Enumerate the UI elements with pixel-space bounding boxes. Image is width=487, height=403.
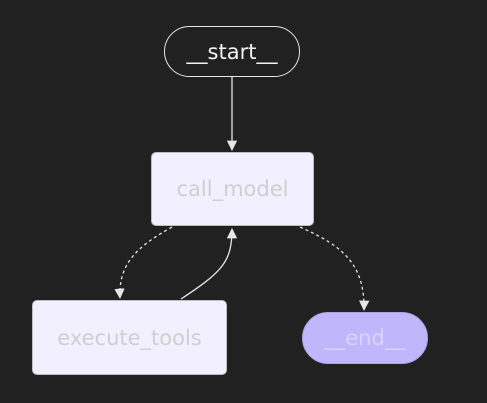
node-execute-tools-label: execute_tools <box>57 325 202 350</box>
node-call-model-label: call_model <box>176 177 289 201</box>
node-start[interactable]: __start__ <box>164 26 300 77</box>
node-start-label: __start__ <box>186 39 278 64</box>
node-execute-tools[interactable]: execute_tools <box>32 300 227 375</box>
edge-execute-tools-to-call-model <box>180 227 238 300</box>
edge-call-model-to-execute-tools <box>114 226 173 300</box>
edge-call-model-to-end <box>299 226 370 312</box>
node-call-model[interactable]: call_model <box>151 152 314 226</box>
node-end[interactable]: __end__ <box>302 312 428 364</box>
node-end-label: __end__ <box>324 326 406 350</box>
